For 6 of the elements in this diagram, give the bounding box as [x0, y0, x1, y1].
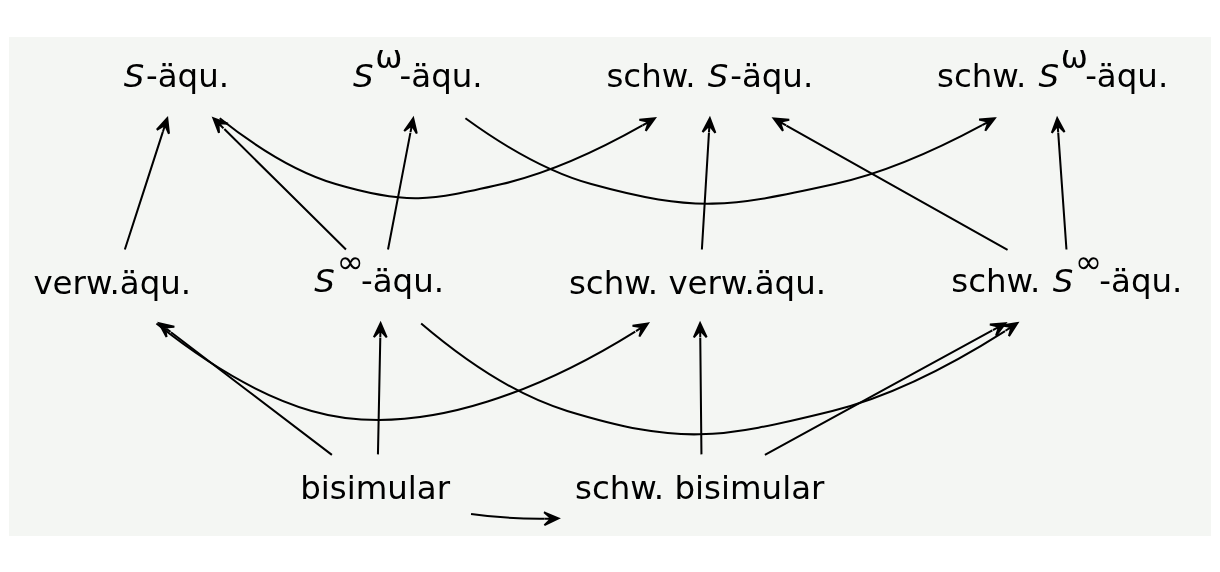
node-text: bisimular — [300, 468, 451, 507]
node-text: schw. verw.äqu. — [568, 263, 827, 302]
node-text: schw. bisimular — [575, 468, 825, 507]
node-text: S-äqu. — [123, 56, 230, 95]
node-text: schw. S-äqu. — [606, 56, 814, 95]
node-text: verw.äqu. — [33, 263, 192, 302]
